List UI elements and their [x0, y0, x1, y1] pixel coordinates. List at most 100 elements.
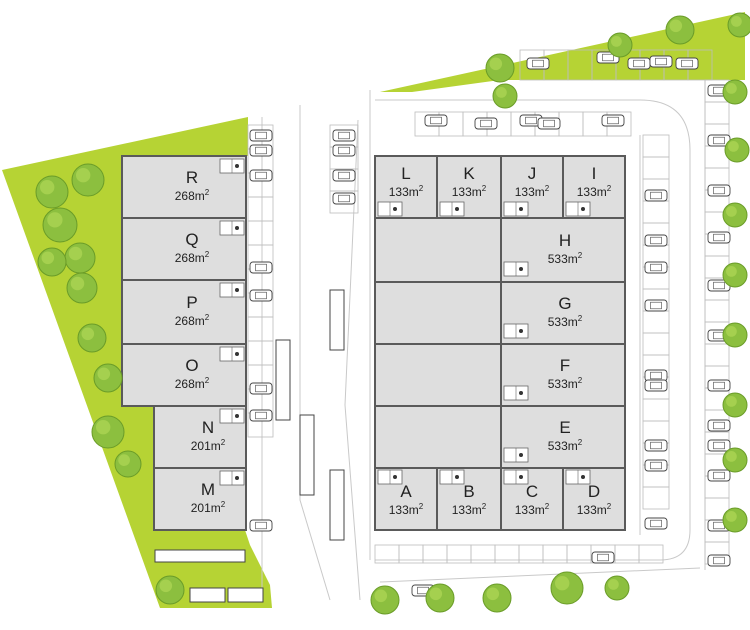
tree-icon [66, 272, 98, 304]
unit-letter: B [463, 482, 474, 501]
tree-icon [93, 363, 123, 393]
car-icon [526, 57, 550, 70]
office-module-icon [219, 282, 245, 298]
office-module-icon [219, 470, 245, 486]
car-icon [249, 409, 273, 422]
unit-area-power: 2 [607, 502, 612, 511]
tree-icon [91, 415, 125, 449]
parking-stall [642, 200, 670, 224]
car-icon [332, 192, 356, 205]
tree-icon [37, 247, 67, 277]
office-module-icon [219, 158, 245, 174]
unit-area: 133m2 [452, 184, 487, 199]
tree-icon [35, 175, 69, 209]
car-icon [249, 289, 273, 302]
unit-area-power: 2 [205, 188, 210, 197]
unit-area: 133m2 [515, 502, 550, 517]
unit-area-value: 268 [175, 314, 195, 328]
unit-area-power: 2 [545, 184, 550, 193]
truck-icon [227, 587, 264, 603]
unit-letter: L [401, 164, 410, 183]
car-icon [644, 369, 668, 382]
unit-area: 268m2 [175, 250, 210, 265]
unit-area-unit: m [195, 189, 205, 203]
unit-area-value: 533 [548, 315, 568, 329]
parking-stall [247, 196, 274, 222]
office-module-icon [439, 469, 465, 485]
unit-area-unit: m [409, 185, 419, 199]
unit-letter: E [559, 418, 570, 437]
car-icon [644, 261, 668, 274]
car-icon [644, 379, 668, 392]
unit-letter: G [558, 294, 571, 313]
office-module-icon [503, 323, 529, 339]
parking-stall [642, 310, 670, 334]
tree-icon [724, 137, 750, 163]
car-icon [707, 231, 731, 244]
unit-area: 533m2 [548, 314, 583, 329]
unit-area: 268m2 [175, 188, 210, 203]
unit-area-power: 2 [419, 184, 424, 193]
parking-stall [558, 111, 584, 137]
car-icon [249, 519, 273, 532]
unit-area-power: 2 [482, 184, 487, 193]
tree-icon [114, 450, 142, 478]
unit-letter: H [559, 231, 571, 250]
office-module-icon [503, 469, 529, 485]
office-module-icon [503, 447, 529, 463]
unit-area-value: 533 [548, 439, 568, 453]
parking-stall [638, 544, 664, 564]
unit-letter: I [592, 164, 597, 183]
unit-area-power: 2 [578, 314, 583, 323]
unit-area-unit: m [472, 185, 482, 199]
tree-icon [485, 53, 515, 83]
parking-stall [247, 340, 274, 366]
car-icon [644, 517, 668, 530]
tree-icon [482, 583, 512, 613]
tree-icon [665, 15, 695, 45]
unit-letter: C [526, 482, 538, 501]
unit-area-value: 133 [515, 185, 535, 199]
green-areas [2, 12, 745, 608]
truck-icon [299, 414, 315, 496]
tree-icon [155, 575, 185, 605]
tree-icon [64, 242, 96, 274]
truck-icon [329, 289, 345, 351]
unit-area-power: 2 [545, 502, 550, 511]
unit-area-power: 2 [419, 502, 424, 511]
unit-area: 133m2 [577, 184, 612, 199]
tree-icon [77, 323, 107, 353]
unit-area-unit: m [409, 503, 419, 517]
car-icon [644, 299, 668, 312]
car-icon [474, 117, 498, 130]
unit-area-unit: m [195, 377, 205, 391]
unit-area-value: 201 [191, 439, 211, 453]
office-module-icon [219, 346, 245, 362]
tree-icon [722, 322, 748, 348]
car-icon [249, 129, 273, 142]
office-module-icon [503, 261, 529, 277]
car-icon [707, 379, 731, 392]
unit-area-value: 133 [515, 503, 535, 517]
unit-area: 133m2 [389, 502, 424, 517]
car-icon [707, 439, 731, 452]
truck-icon [275, 339, 291, 421]
